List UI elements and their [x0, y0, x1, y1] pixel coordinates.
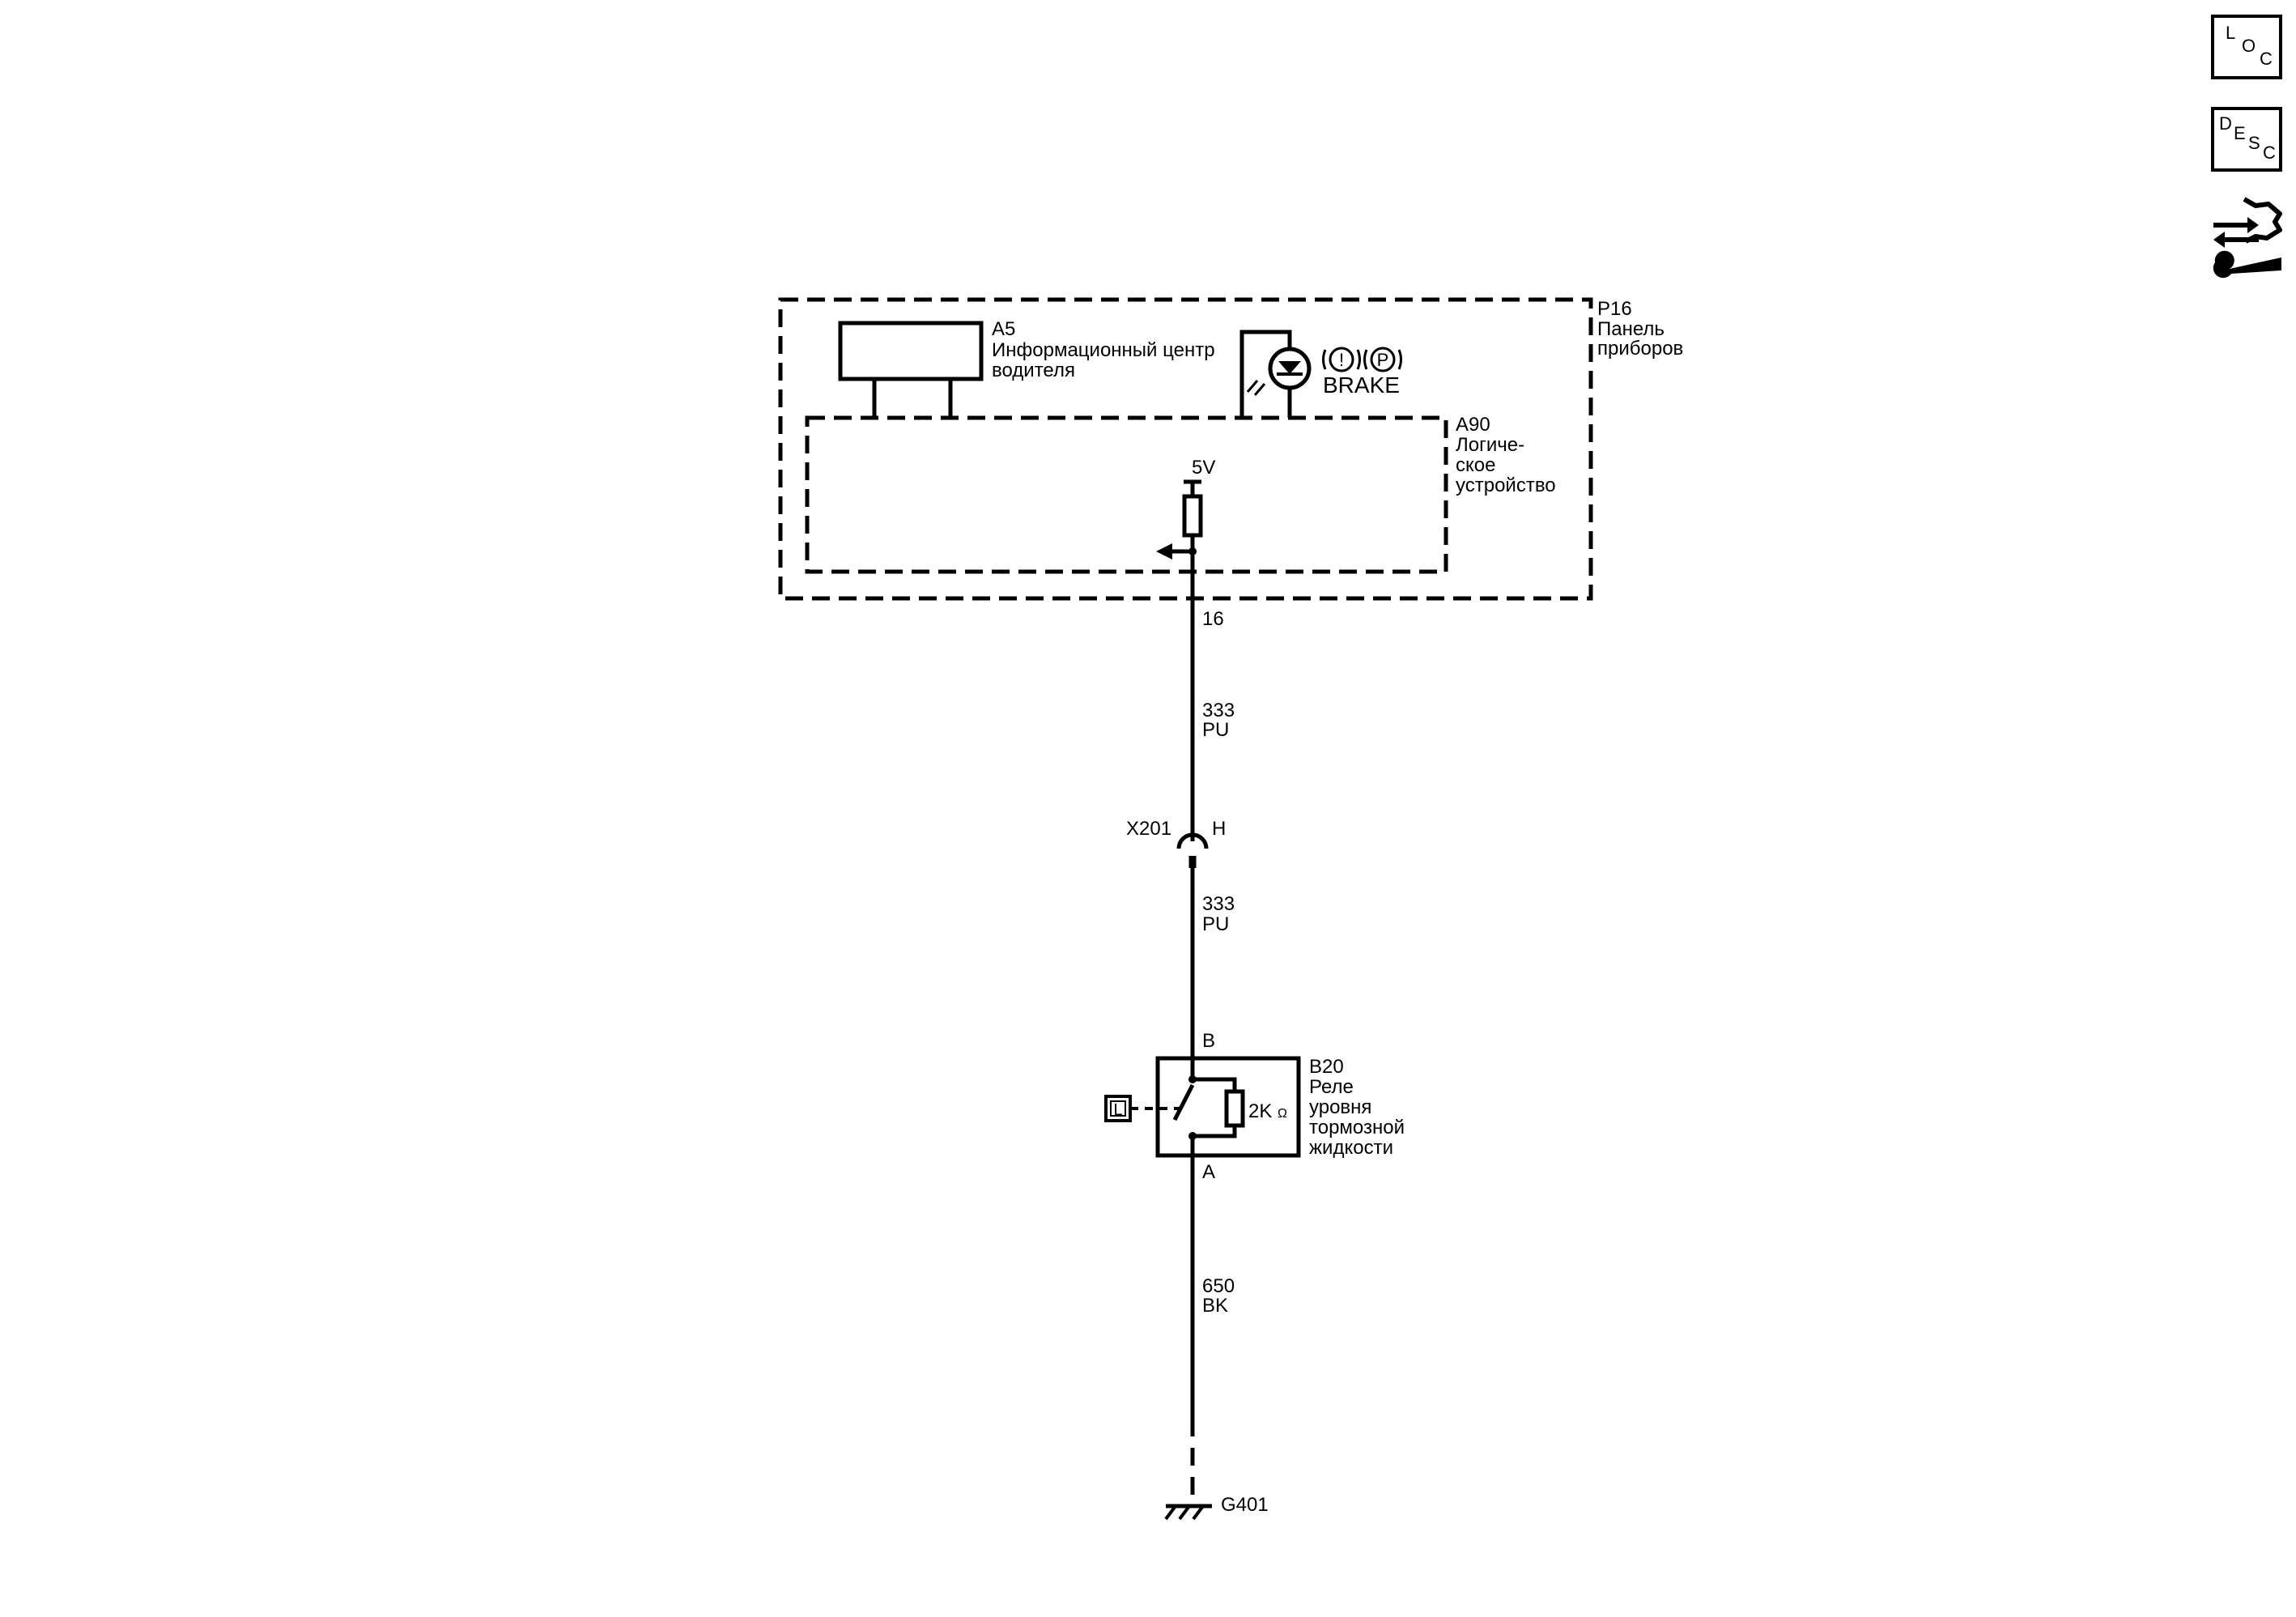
wire3-color: BK	[1202, 1295, 1228, 1317]
x201-code: X201	[1126, 818, 1171, 840]
loc-letter-1: L	[2226, 23, 2236, 43]
supply-voltage-label: 5V	[1192, 457, 1215, 479]
brake-warning-symbol-icon: !	[1322, 347, 1361, 372]
signal-input-arrow-icon	[1156, 543, 1172, 560]
a5-code: A5	[992, 318, 1015, 340]
resistor-parallel-bottom	[1193, 1126, 1237, 1138]
loc-button[interactable]: L O C	[2211, 15, 2282, 79]
b20-pin-b: B	[1202, 1030, 1215, 1052]
a90-label-line2: ское	[1456, 454, 1495, 476]
b20-label-line1: Реле	[1309, 1076, 1354, 1098]
x201-pin: H	[1212, 818, 1226, 840]
resistor-parallel-top	[1193, 1077, 1237, 1091]
b20-resistor-value: 2K	[1248, 1100, 1272, 1122]
p16-instrument-cluster-boundary	[778, 297, 1593, 601]
svg-text:!: !	[1339, 350, 1344, 370]
switch-blade	[1172, 1083, 1195, 1121]
wire3-circuit: 650	[1202, 1275, 1235, 1297]
ground-code: G401	[1221, 1494, 1269, 1516]
a5-label-line1: Информационный центр	[992, 339, 1215, 361]
wire1-circuit: 333	[1202, 700, 1235, 721]
desc-letter-1: D	[2219, 113, 2232, 134]
b20-label-line4: жидкости	[1309, 1137, 1393, 1159]
connector-repair-button[interactable]	[2207, 194, 2286, 283]
a5-driver-info-center	[838, 321, 984, 381]
brake-lamp-label: BRAKE	[1323, 372, 1400, 398]
b20-resistor	[1224, 1089, 1245, 1128]
loc-letter-2: O	[2242, 36, 2256, 56]
wire2-circuit: 333	[1202, 893, 1235, 915]
p16-label-line2: приборов	[1597, 338, 1683, 360]
b20-label-line2: уровня	[1309, 1096, 1371, 1118]
pin-16-label: 16	[1202, 608, 1224, 630]
connector-repair-icon	[2213, 197, 2282, 279]
x201-connector-icon	[1176, 832, 1209, 849]
b20-pin-a: A	[1202, 1161, 1215, 1183]
brake-lamp-led-icon	[1246, 347, 1312, 396]
desc-button[interactable]: D E S C	[2211, 107, 2282, 172]
a90-label-line3: устройство	[1456, 474, 1556, 496]
a90-label-line1: Логиче-	[1456, 434, 1524, 456]
desc-letter-4: C	[2263, 143, 2276, 163]
loc-letter-3: C	[2260, 49, 2273, 69]
b20-code: B20	[1309, 1056, 1344, 1078]
a90-logic-device-boundary	[805, 415, 1448, 574]
desc-letter-2: E	[2234, 123, 2246, 143]
level-sensor-tag-letter: L	[1113, 1101, 1122, 1119]
b20-ohm-symbol: Ω	[1278, 1107, 1287, 1121]
parking-brake-symbol-icon: P	[1363, 347, 1402, 372]
a5-label-line2: водителя	[992, 360, 1075, 381]
p16-label-line1: Панель	[1597, 318, 1665, 340]
svg-text:P: P	[1377, 350, 1389, 370]
pullup-resistor	[1182, 494, 1203, 538]
ground-icon	[1164, 1504, 1212, 1521]
b20-label-line3: тормозной	[1309, 1117, 1405, 1138]
b20-brake-fluid-level-switch	[1155, 1056, 1301, 1158]
desc-letter-3: S	[2248, 133, 2260, 153]
p16-code: P16	[1597, 298, 1632, 320]
wire2-color: PU	[1202, 913, 1229, 935]
a90-code: A90	[1456, 414, 1490, 436]
wire1-color: PU	[1202, 719, 1229, 741]
